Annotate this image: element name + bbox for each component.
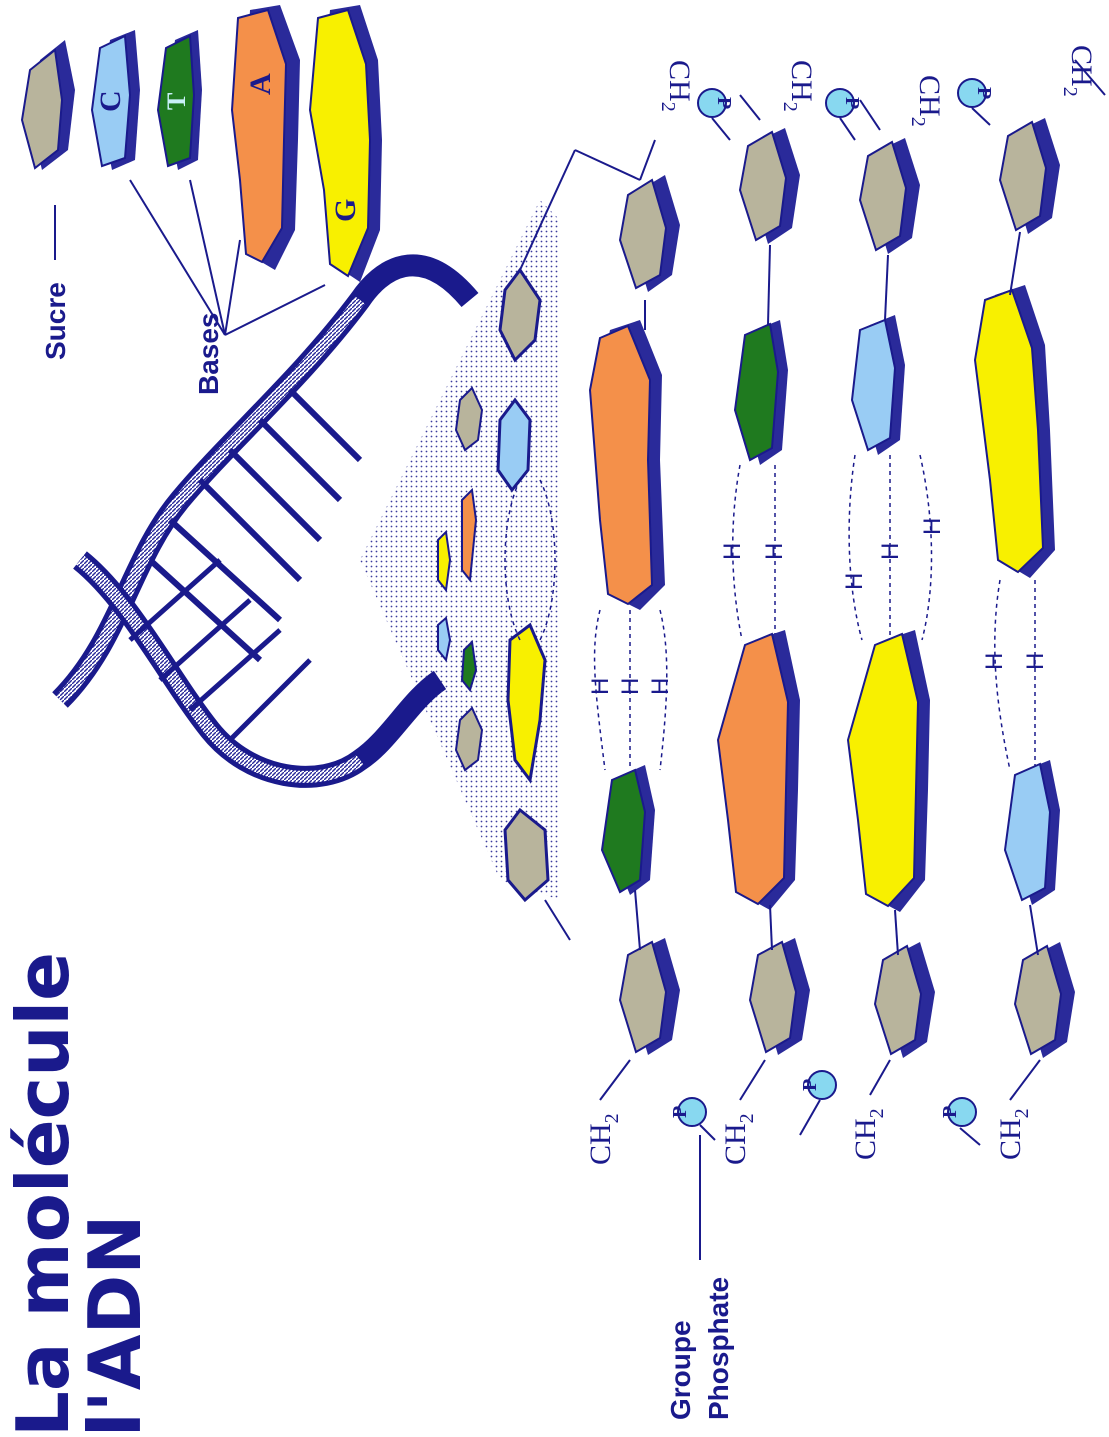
legend-base-c-letter: C	[94, 90, 127, 112]
ch2-label: CH2	[849, 1108, 888, 1160]
ch2-label: CH2	[1059, 45, 1098, 97]
bottom-ch2-groups: CH2 CH2 CH2 CH2 P P P	[584, 1070, 1033, 1165]
double-helix	[52, 200, 560, 900]
legend-base-a-letter: A	[244, 73, 277, 95]
hbond-label: H	[587, 678, 614, 695]
ch2-label: CH2	[657, 60, 696, 112]
hbond-label: H	[617, 678, 644, 695]
legend-base-g: G	[308, 5, 382, 282]
hbond-label: H	[877, 543, 904, 560]
legend-base-c: C	[90, 30, 140, 170]
phosphate-group-line2: Phosphate	[703, 1277, 734, 1420]
ch2-label: CH2	[719, 1113, 758, 1165]
hbond-label: H	[841, 573, 868, 590]
row-4: H H	[973, 118, 1075, 1101]
hbond-label: H	[761, 543, 788, 560]
title-line2: l'ADN	[73, 1215, 157, 1437]
legend-base-g-letter: G	[329, 199, 362, 222]
phosphate-group-label: Groupe Phosphate	[665, 1135, 734, 1420]
hbond-label: H	[647, 678, 674, 695]
phosphate-letter: P	[669, 1106, 691, 1118]
ch2-group: CH2	[849, 1108, 888, 1160]
hbond-label: H	[919, 518, 946, 535]
hbond-label: H	[1022, 653, 1049, 670]
ch2-group: CH2	[719, 1113, 758, 1165]
zoom-strand	[437, 149, 641, 941]
legend-sugar-label: Sucre	[40, 282, 71, 360]
title-line1: La molécule	[1, 952, 85, 1437]
phosphate-group-line1: Groupe	[665, 1320, 696, 1420]
legend-base-t: T	[156, 30, 202, 170]
ch2-group: CH2	[779, 60, 818, 112]
hbond-label: H	[719, 543, 746, 560]
phosphate-letter: P	[973, 87, 995, 99]
top-ch2-groups: CH2 CH2 CH2 CH2 P P P	[657, 45, 1106, 141]
detailed-strands: H H H H H	[584, 45, 1106, 1165]
row-3: H H H	[841, 99, 946, 1096]
phosphate-letter: P	[939, 1106, 961, 1118]
legend-base-a: A	[230, 5, 300, 270]
hbond-label: H	[981, 653, 1008, 670]
ch2-group: CH2	[994, 1108, 1033, 1160]
phosphate-circle: P	[697, 88, 735, 118]
phosphate-letter: P	[799, 1079, 821, 1091]
phosphate-circle: P	[669, 1097, 707, 1127]
row-1: H H H	[587, 139, 680, 1101]
ch2-group: CH2	[584, 1113, 623, 1165]
legend: C T A G Sucre Bases	[20, 5, 382, 395]
phosphate-letter: P	[841, 97, 863, 109]
legend-base-t-letter: T	[162, 93, 191, 110]
legend-sugar	[20, 40, 75, 170]
phosphate-circle: P	[799, 1070, 837, 1100]
ch2-label: CH2	[994, 1108, 1033, 1160]
phosphate-circle: P	[825, 88, 863, 118]
phosphate-circle: P	[939, 1097, 977, 1127]
ch2-label: CH2	[907, 75, 946, 127]
title: La molécule l'ADN	[1, 952, 157, 1437]
ch2-label: CH2	[584, 1113, 623, 1165]
ch2-group: CH2	[657, 60, 696, 112]
ch2-label: CH2	[779, 60, 818, 112]
ch2-group: CH2	[1059, 45, 1098, 97]
phosphate-letter: P	[713, 97, 735, 109]
row-2: H H	[716, 94, 810, 1101]
phosphate-circle: P	[957, 78, 995, 108]
ch2-group: CH2	[907, 75, 946, 127]
